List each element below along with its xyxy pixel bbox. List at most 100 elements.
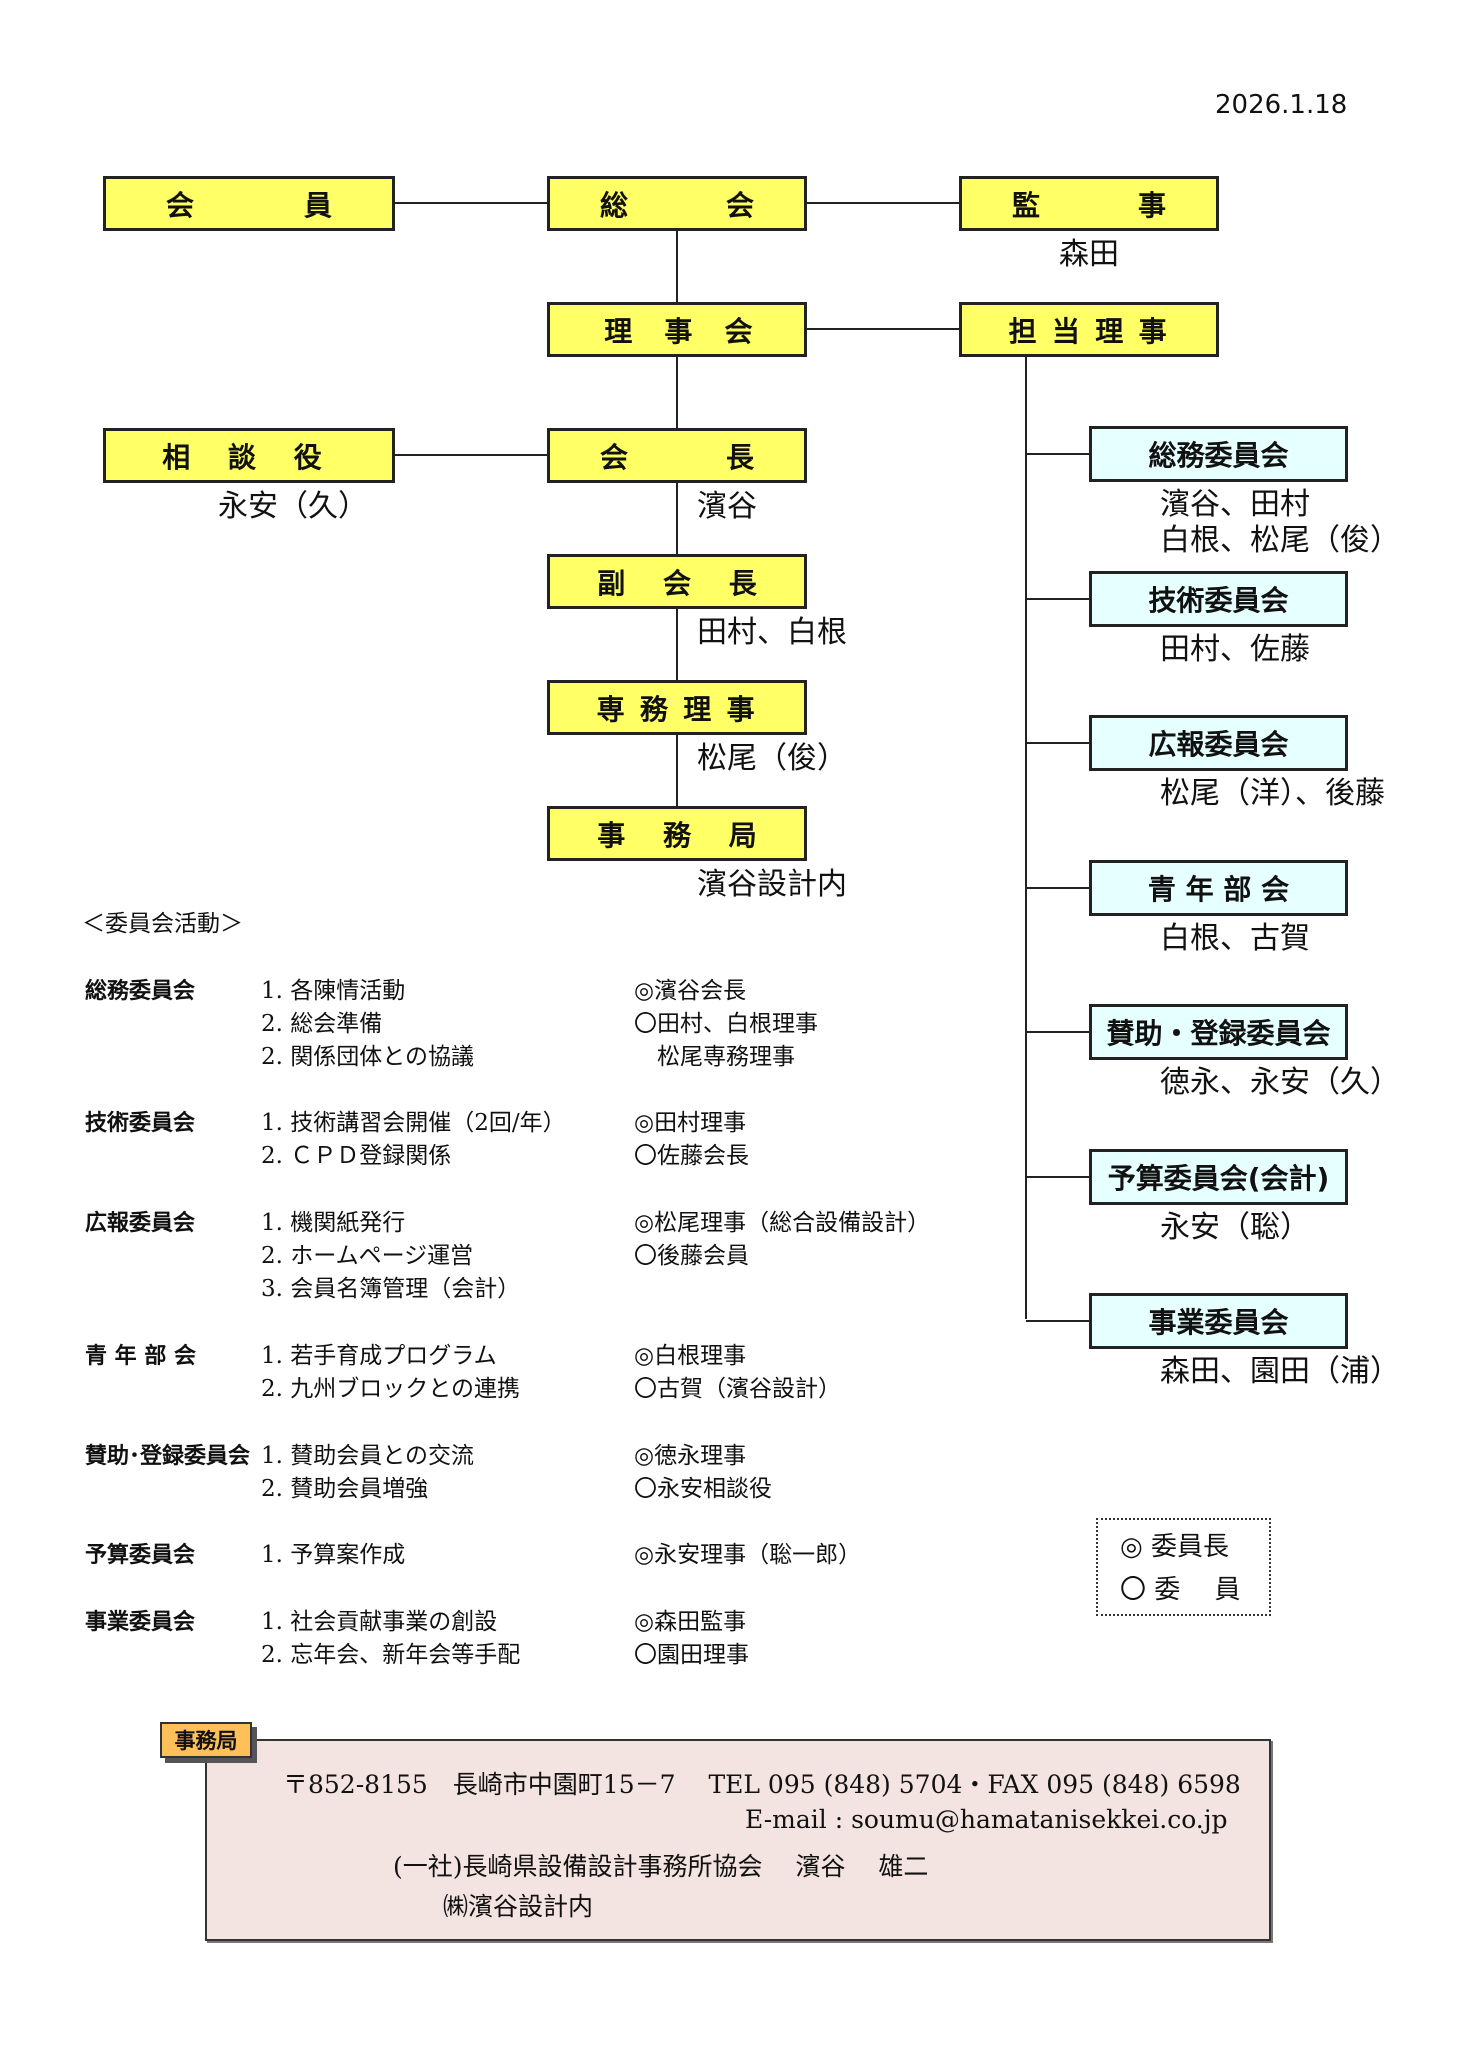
activity-committee-label: 青 年 部 会 bbox=[85, 1344, 196, 1369]
activity-member: 〇古賀（濱谷設計） bbox=[634, 1376, 841, 1402]
connector-members-general bbox=[395, 202, 547, 204]
auditor-name: 森田 bbox=[1059, 237, 1119, 272]
office-association: (一社)長崎県設備設計事務所協会 濱谷 雄二 bbox=[393, 1852, 929, 1881]
activity-member: 〇田村、白根理事 bbox=[634, 1011, 818, 1037]
activity-item: 2. 忘年会、新年会等手配 bbox=[261, 1642, 521, 1668]
activity-member: 〇永安相談役 bbox=[634, 1476, 772, 1502]
activity-item: 3. 会員名簿管理（会計） bbox=[261, 1276, 521, 1302]
legend-chair: ◎ 委員長 bbox=[1120, 1532, 1229, 1562]
secretariat-box: 事 務 局 bbox=[547, 806, 807, 861]
committee-label: 技術委員会 bbox=[1148, 583, 1289, 617]
advisor-name: 永安（久） bbox=[218, 489, 368, 524]
committee-branch-line bbox=[1026, 597, 1089, 600]
committee-label: 総務委員会 bbox=[1148, 439, 1289, 472]
committee-members: 徳永、永安（久） bbox=[1160, 1065, 1400, 1100]
activity-member: 松尾専務理事 bbox=[634, 1044, 795, 1070]
committee-box: 技術委員会 bbox=[1089, 570, 1348, 627]
activity-member: ◎田村理事 bbox=[634, 1110, 747, 1136]
committee-label: 賛助・登録委員会 bbox=[1106, 1017, 1331, 1050]
general-meeting-box: 総会 bbox=[547, 176, 807, 231]
advisor-box: 相 談 役 bbox=[103, 428, 395, 483]
committee-box: 事業委員会 bbox=[1089, 1293, 1348, 1349]
activity-member: 〇後藤会員 bbox=[634, 1243, 749, 1269]
committee-members: 永安（聡） bbox=[1160, 1209, 1310, 1245]
activity-member: ◎濱谷会長 bbox=[634, 978, 747, 1004]
committee-branch-line bbox=[1026, 453, 1089, 455]
committee-box: 青 年 部 会 bbox=[1089, 859, 1348, 916]
committee-box: 賛助・登録委員会 bbox=[1089, 1004, 1348, 1060]
vice-president-box: 副 会 長 bbox=[547, 554, 807, 609]
committee-label: 広報委員会 bbox=[1148, 728, 1289, 761]
activity-item: 2. 総会準備 bbox=[261, 1011, 383, 1037]
activity-committee-label: 賛助･登録委員会 bbox=[85, 1444, 251, 1469]
committee-members: 濱谷、田村 bbox=[1160, 487, 1310, 522]
committee-members: 白根、松尾（俊） bbox=[1160, 523, 1400, 558]
secretariat-location: 濱谷設計内 bbox=[697, 867, 847, 902]
activity-item: 1. 若手育成プログラム bbox=[261, 1343, 497, 1369]
activity-item: 2. ホームページ運営 bbox=[261, 1243, 474, 1269]
executive-director-name: 松尾（俊） bbox=[697, 741, 847, 776]
auditor-label-b: 事 bbox=[1137, 188, 1166, 222]
office-email: E-mail : soumu@hamatanisekkei.co.jp bbox=[745, 1805, 1228, 1834]
president-name: 濱谷 bbox=[697, 489, 757, 524]
committee-branch-line bbox=[1026, 1175, 1089, 1178]
committee-box: 予算委員会(会計) bbox=[1089, 1148, 1348, 1205]
activity-item: 2. 九州ブロックとの連携 bbox=[261, 1376, 521, 1402]
activity-member: 〇園田理事 bbox=[634, 1642, 749, 1668]
committee-label: 事業委員会 bbox=[1148, 1306, 1289, 1339]
committee-branch-line bbox=[1026, 886, 1089, 889]
committee-branch-line bbox=[1026, 1031, 1089, 1033]
advisor-label: 相 談 役 bbox=[162, 440, 336, 474]
president-label-a: 会 bbox=[600, 440, 629, 474]
activity-member: ◎白根理事 bbox=[634, 1343, 747, 1369]
committee-members: 松尾（洋）、後藤 bbox=[1160, 776, 1385, 811]
document-date: 2026.1.18 bbox=[1215, 90, 1348, 120]
directors-in-charge-box: 担 当 理 事 bbox=[959, 302, 1219, 357]
president-label-b: 長 bbox=[725, 440, 754, 474]
president-box: 会長 bbox=[547, 428, 807, 483]
committee-box: 総務委員会 bbox=[1089, 426, 1348, 482]
committee-members: 田村、佐藤 bbox=[1160, 631, 1310, 667]
connector-advisor-president bbox=[395, 454, 547, 456]
board-box: 理 事 会 bbox=[547, 302, 807, 357]
activity-committee-label: 予算委員会 bbox=[85, 1543, 196, 1568]
executive-director-box: 専 務 理 事 bbox=[547, 680, 807, 735]
members-box: 会員 bbox=[103, 176, 395, 231]
committee-members: 森田、園田（浦） bbox=[1160, 1354, 1400, 1389]
activity-item: 1. 各陳情活動 bbox=[261, 978, 406, 1004]
committee-branch-line bbox=[1026, 742, 1089, 744]
auditor-box: 監事 bbox=[959, 176, 1219, 231]
activity-item: 1. 機関紙発行 bbox=[261, 1210, 406, 1236]
legend-member: 〇 委 員 bbox=[1120, 1575, 1241, 1605]
activity-committee-label: 総務委員会 bbox=[85, 979, 196, 1004]
activity-item: 2. 関係団体との協議 bbox=[261, 1044, 475, 1070]
activity-member: 〇佐藤会長 bbox=[634, 1143, 749, 1169]
vice-president-label: 副 会 長 bbox=[597, 566, 771, 600]
auditor-label-a: 監 bbox=[1012, 188, 1041, 222]
connector-main-vertical bbox=[676, 231, 678, 806]
activity-member: ◎森田監事 bbox=[634, 1609, 747, 1635]
members-label-a: 会 bbox=[166, 188, 195, 222]
general-meeting-label-b: 会 bbox=[725, 188, 754, 222]
members-label-b: 員 bbox=[303, 188, 332, 222]
activity-item: 1. 賛助会員との交流 bbox=[261, 1443, 475, 1469]
office-box: 〒852-8155 長崎市中園町15－7 TEL 095 (848) 5704・… bbox=[205, 1739, 1271, 1941]
directors-in-charge-label: 担 当 理 事 bbox=[1008, 314, 1170, 348]
office-address: 〒852-8155 長崎市中園町15－7 TEL 095 (848) 5704・… bbox=[283, 1770, 1241, 1799]
connector-board-directors bbox=[807, 328, 959, 330]
activities-title: ＜委員会活動＞ bbox=[82, 911, 243, 937]
vice-president-names: 田村、白根 bbox=[697, 615, 847, 650]
office-tag: 事務局 bbox=[160, 1722, 252, 1758]
office-company: ㈱濱谷設計内 bbox=[443, 1892, 594, 1921]
committee-label: 予算委員会(会計) bbox=[1107, 1161, 1330, 1195]
activity-committee-label: 技術委員会 bbox=[85, 1111, 196, 1136]
activity-item: 1. 予算案作成 bbox=[261, 1542, 406, 1568]
committee-branch-line bbox=[1026, 1320, 1089, 1322]
connector-committees-vertical bbox=[1025, 357, 1027, 1319]
activity-member: ◎徳永理事 bbox=[634, 1443, 747, 1469]
connector-general-auditor bbox=[807, 202, 959, 204]
activity-item: 1. 技術講習会開催（2回/年） bbox=[261, 1110, 566, 1136]
board-label: 理 事 会 bbox=[604, 314, 764, 348]
committee-members: 白根、古賀 bbox=[1160, 920, 1310, 956]
activity-member: ◎永安理事（聡一郎） bbox=[634, 1542, 862, 1568]
